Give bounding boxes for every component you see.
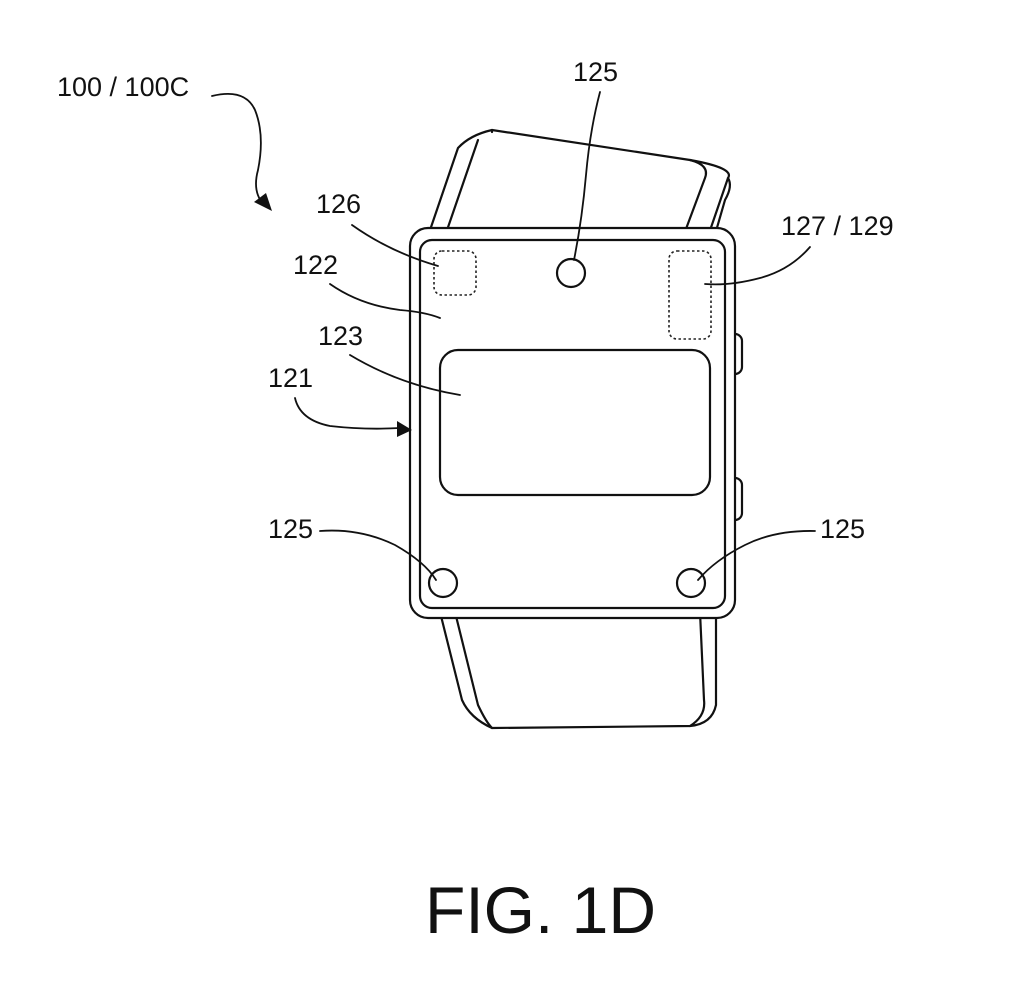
sensor-125-bottom-right	[675, 567, 707, 599]
label-127-129: 127 / 129	[781, 211, 894, 241]
leader-127-129	[704, 246, 811, 286]
label-123: 123	[318, 321, 363, 351]
leader-125-top	[573, 91, 601, 261]
element-126	[433, 250, 477, 296]
label-122: 122	[293, 250, 338, 280]
leader-121	[294, 397, 401, 430]
label-126: 126	[316, 189, 361, 219]
leader-100	[211, 92, 265, 206]
leader-125-bottom-right	[697, 530, 816, 581]
window-123	[438, 348, 712, 497]
sensor-125-bottom-left	[427, 567, 459, 599]
leader-123	[349, 354, 461, 396]
leader-lines	[211, 91, 816, 581]
leader-125-bottom-left	[319, 529, 437, 581]
label-100-100c: 100 / 100C	[57, 72, 189, 102]
lower-strap	[438, 610, 718, 730]
sensor-125-top	[555, 257, 587, 289]
element-127-129	[668, 250, 712, 340]
figure-caption: FIG. 1D	[425, 873, 656, 947]
upper-strap	[426, 128, 732, 247]
leader-122	[329, 283, 441, 319]
label-121: 121	[268, 363, 313, 393]
arrow-121	[397, 421, 412, 437]
arrow-100	[254, 193, 272, 211]
label-125-bottom-right: 125	[820, 514, 865, 544]
label-125-bottom-left: 125	[268, 514, 313, 544]
label-125-top: 125	[573, 57, 618, 87]
watch-housing	[408, 226, 737, 620]
leader-126	[351, 224, 439, 267]
